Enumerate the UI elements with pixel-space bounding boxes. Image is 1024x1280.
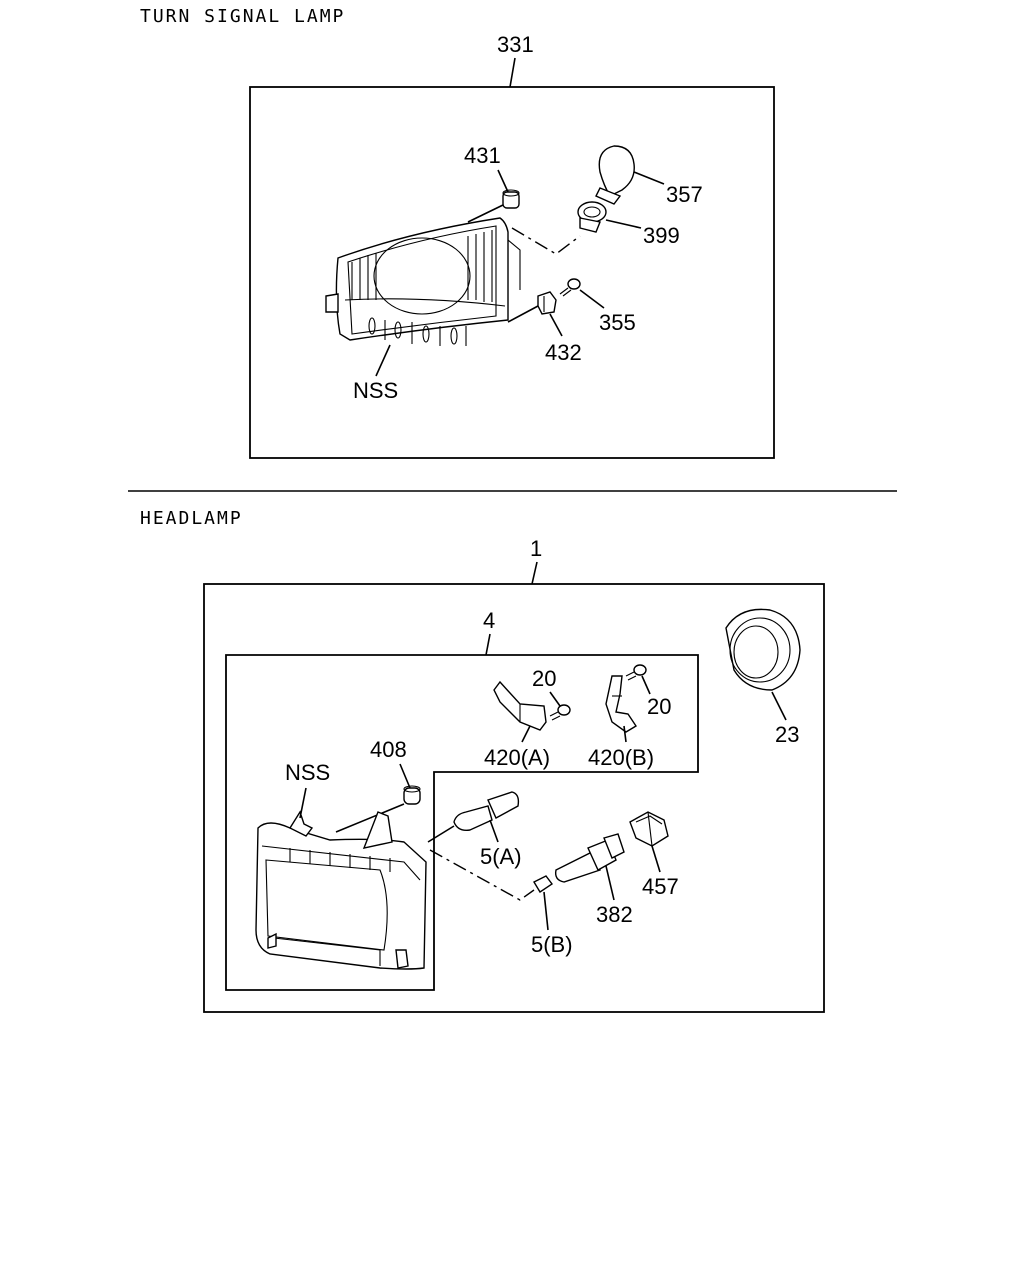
leader-5a	[489, 819, 499, 843]
leader-420a	[521, 725, 531, 743]
headlamp-ring-part	[725, 608, 801, 691]
headlamp-lens	[255, 810, 427, 970]
leader-5b	[543, 891, 549, 931]
callout-457: 457	[642, 874, 679, 899]
leader-355	[579, 289, 605, 309]
leader-nss-head	[299, 787, 307, 819]
turn-gasket-part	[502, 189, 520, 209]
socket-part	[554, 833, 625, 883]
leader-432-lens	[507, 305, 539, 323]
turn-bulb-part	[595, 145, 635, 205]
callout-23: 23	[775, 722, 799, 747]
callout-20a: 20	[532, 666, 556, 691]
turn-signal-title: TURN SIGNAL LAMP	[140, 6, 345, 27]
callout-331: 331	[497, 32, 534, 57]
callout-5b: 5(B)	[531, 932, 573, 957]
grommet-part	[403, 785, 421, 805]
screw-b-part	[625, 664, 647, 681]
leader-20a	[549, 691, 561, 707]
turn-socket-part	[577, 201, 607, 233]
turn-signal-assembly-box	[249, 86, 775, 459]
leader-357	[633, 171, 665, 185]
callout-420a: 420(A)	[484, 745, 550, 770]
callout-420b: 420(B)	[588, 745, 654, 770]
leader-20b	[641, 675, 651, 695]
screw-a-part	[549, 704, 571, 721]
leader-408	[399, 763, 411, 789]
leader-23	[771, 691, 787, 721]
bracket-a-part	[493, 680, 547, 731]
leader-431-lens	[467, 204, 504, 223]
callout-399: 399	[643, 223, 680, 248]
callout-nss-turn: NSS	[353, 378, 398, 403]
leader-5a-lamp	[427, 825, 455, 843]
turn-clip-part	[537, 291, 557, 315]
callout-408: 408	[370, 737, 407, 762]
leader-432	[549, 313, 563, 337]
headlamp-section: HEADLAMP 1 4 23 420(A) 20	[140, 508, 825, 1013]
callout-20b: 20	[647, 694, 671, 719]
callout-357: 357	[666, 182, 703, 207]
leader-nss-turn	[375, 344, 391, 377]
turn-signal-section: TURN SIGNAL LAMP 331	[140, 6, 775, 459]
bulb-a-part	[453, 791, 520, 832]
leader-1	[531, 561, 538, 585]
leader-331	[509, 57, 516, 88]
leader-4	[485, 633, 491, 656]
callout-431: 431	[464, 143, 501, 168]
leader-431	[497, 169, 509, 193]
turn-screw-part	[559, 278, 581, 297]
bracket-b-part	[605, 675, 637, 733]
bulb-b-part	[533, 875, 554, 893]
headlamp-sub-assembly-box	[225, 654, 699, 991]
headlamp-title: HEADLAMP	[140, 508, 243, 529]
leader-399	[605, 219, 642, 229]
callout-nss-head: NSS	[285, 760, 330, 785]
leader-408-lamp	[335, 803, 405, 833]
callout-1: 1	[530, 536, 542, 561]
dash-bulb-b	[429, 849, 535, 901]
turn-signal-lens	[325, 217, 521, 346]
leader-457	[651, 845, 661, 873]
callout-5a: 5(A)	[480, 844, 522, 869]
callout-382: 382	[596, 902, 633, 927]
callout-355: 355	[599, 310, 636, 335]
headlamp-assembly-box	[203, 583, 825, 1013]
callout-4: 4	[483, 608, 495, 633]
callout-432: 432	[545, 340, 582, 365]
leader-382	[605, 865, 615, 901]
dash-turn-socket	[511, 227, 581, 255]
leader-420b	[623, 725, 627, 743]
connector-part	[629, 811, 669, 847]
